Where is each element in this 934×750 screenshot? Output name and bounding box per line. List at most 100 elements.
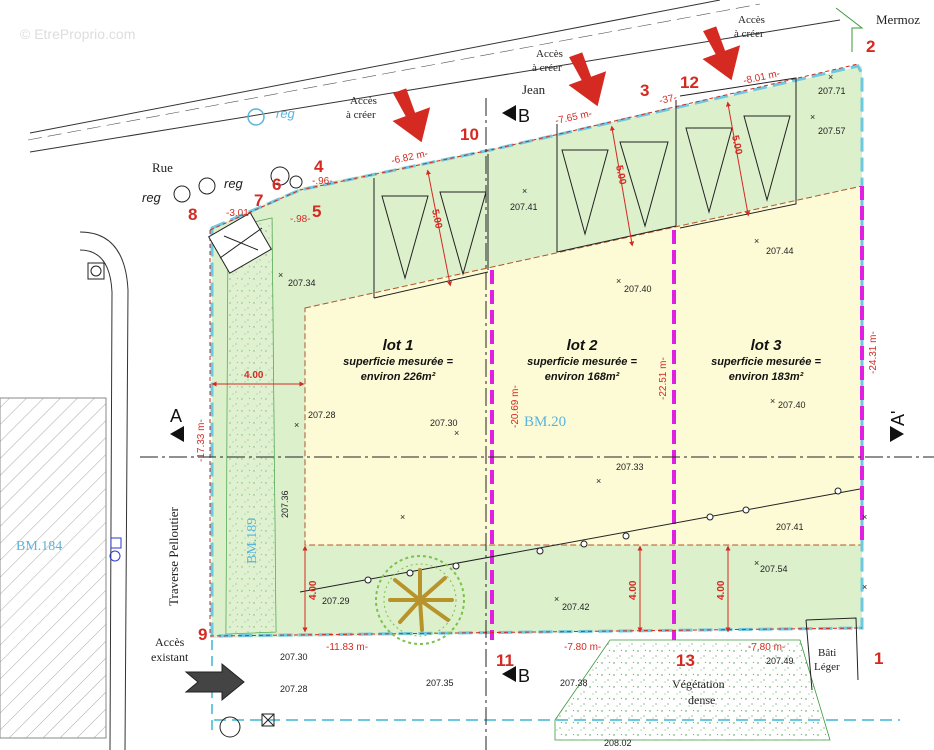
svg-text:207.38: 207.38 (560, 678, 588, 688)
svg-text:×: × (522, 186, 527, 196)
vegetation-line1: Végétation (672, 677, 725, 691)
svg-text:lot 2: lot 2 (567, 337, 598, 354)
parcel-boundary (210, 64, 864, 638)
point-10: 10 (460, 125, 479, 144)
setback-5-b: 5.00 (613, 164, 628, 186)
reg-circle-icon-3 (198, 177, 216, 195)
setback-5-a: 5.00 (429, 208, 444, 230)
dim-side-3: -24.31 m- (868, 331, 879, 374)
vegetation-line2: dense (688, 693, 715, 707)
building-bm184 (0, 397, 107, 739)
lot-1-label: lot 1 superficie mesurée = environ 226m² (343, 337, 453, 383)
access-label-3-line1: Accès (738, 14, 765, 26)
svg-text:207.33: 207.33 (616, 462, 644, 472)
svg-text:×: × (810, 112, 815, 122)
svg-text:×: × (596, 476, 601, 486)
dim-top-2: -7.65 m- (554, 108, 593, 127)
parking-bays (373, 77, 797, 299)
svg-text:×: × (278, 270, 283, 280)
svg-text:×: × (862, 582, 867, 592)
profile-line (299, 487, 861, 593)
setback-4-a: 4.00 (308, 580, 319, 600)
vegetation-zone (554, 639, 831, 741)
svg-text:environ 226m²: environ 226m² (361, 371, 436, 383)
svg-text:207.30: 207.30 (280, 652, 308, 662)
svg-text:207.41: 207.41 (510, 202, 538, 212)
dim-side-1: -20.69 m- (510, 385, 521, 428)
svg-text:207.44: 207.44 (766, 246, 794, 256)
svg-text:environ 168m²: environ 168m² (545, 371, 620, 383)
svg-text:lot 3: lot 3 (751, 337, 782, 354)
street-label-rue: Rue (152, 160, 173, 175)
access-label-1-line2: à créer (346, 109, 376, 121)
access-label-3-line2: à créer (734, 28, 764, 40)
lot-2-label: lot 2 superficie mesurée = environ 168m² (527, 337, 637, 383)
street-label-jean: Jean (522, 82, 546, 97)
svg-text:×: × (616, 276, 621, 286)
dim-301: -3.01- (226, 208, 252, 219)
dim-side-2: -22.51 m- (658, 357, 669, 400)
svg-text:×: × (754, 558, 759, 568)
parcel-label-bm189: BM.189 (245, 518, 260, 564)
curb-line (79, 231, 129, 750)
svg-text:207.28: 207.28 (308, 410, 336, 420)
svg-text:×: × (770, 396, 775, 406)
lamp-icon (270, 166, 290, 186)
svg-text:×: × (294, 420, 299, 430)
setback-4-c: 4.00 (716, 580, 727, 600)
dim-bot-3: -7.80 m- (748, 642, 785, 653)
bati-leger-outline (805, 617, 859, 681)
reg-label-1: reg (276, 106, 296, 121)
svg-text:207.34: 207.34 (288, 278, 316, 288)
lamp-icon-bottom (219, 716, 241, 738)
svg-text:207.57: 207.57 (818, 126, 846, 136)
section-label-b-top: B (518, 106, 530, 126)
point-4: 4 (314, 157, 324, 176)
dim-top-37: -37- (658, 92, 678, 106)
svg-text:lot 1: lot 1 (383, 337, 414, 354)
access-arrows (392, 26, 741, 143)
setback-4-b: 4.00 (628, 580, 639, 600)
reg-circle-icon (247, 108, 265, 126)
tree-icon (375, 555, 465, 645)
access-label-2-line2: à créer (532, 62, 562, 74)
curb-line-inner (79, 249, 113, 750)
reg-circle-icon-2 (173, 185, 191, 203)
street-label-traverse: Traverse Pelloutier (166, 507, 181, 606)
point-13: 13 (676, 651, 695, 670)
svg-text:208.02: 208.02 (604, 738, 632, 748)
svg-text:207.71: 207.71 (818, 86, 846, 96)
point-12: 12 (680, 73, 699, 92)
point-8: 8 (188, 205, 197, 224)
point-11: 11 (496, 651, 514, 670)
access-label-1-line1: Accès (350, 95, 377, 107)
point-6: 6 (272, 175, 281, 194)
svg-text:×: × (754, 236, 759, 246)
parcel-label-bm20: BM.20 (524, 414, 566, 430)
lot-3-label: lot 3 superficie mesurée = environ 183m² (711, 337, 821, 383)
section-label-a: A (170, 406, 182, 426)
svg-text:207.40: 207.40 (624, 284, 652, 294)
svg-text:×: × (828, 72, 833, 82)
section-label-b-bottom: B (518, 666, 530, 686)
svg-text:207.42: 207.42 (562, 602, 590, 612)
point-2: 2 (866, 37, 875, 56)
road-lines (27, 0, 841, 153)
svg-text:superficie mesurée =: superficie mesurée = (343, 356, 453, 368)
existing-access-line1: Accès (155, 635, 185, 649)
reg-label-2: reg (142, 190, 162, 205)
dim-bot-2: -7.80 m- (564, 642, 601, 653)
manhole-icon (90, 265, 102, 277)
existing-access-arrow (184, 662, 245, 702)
svg-text:207.40: 207.40 (778, 400, 806, 410)
dim-98: -.98- (290, 214, 311, 225)
dim-bot-1: -11.83 m- (326, 642, 368, 653)
setback-labels: 5.00 5.00 5.00 4.00 4.00 4.00 4.00 (244, 134, 744, 600)
svg-text:207.41: 207.41 (776, 522, 804, 532)
dim-left: -17.33 m- (196, 419, 207, 462)
point-1: 1 (874, 649, 883, 668)
setback-4-left: 4.00 (244, 370, 264, 381)
svg-text:environ 183m²: environ 183m² (729, 371, 804, 383)
